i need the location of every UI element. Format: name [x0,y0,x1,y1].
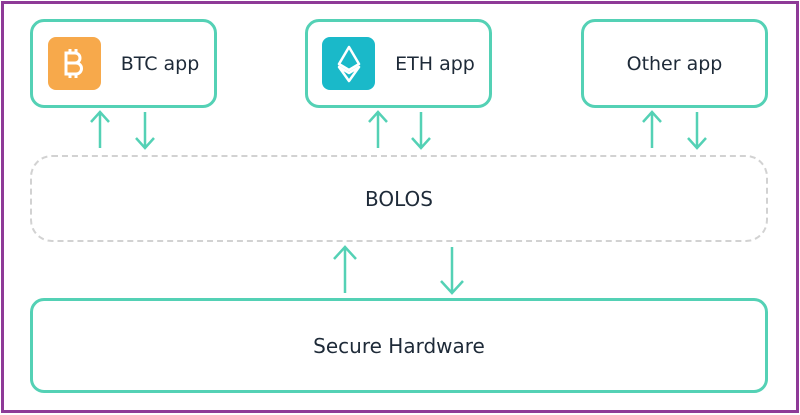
eth-down-arrow-icon [410,110,432,150]
btc-app-label: BTC app [120,52,200,75]
bolos-layer: BOLOS [30,155,768,242]
bitcoin-icon [47,37,101,90]
secure-hardware-label: Secure Hardware [313,333,485,358]
btc-app-box: BTC app [30,19,217,108]
bolos-label: BOLOS [365,186,433,211]
other-app-box: Other app [581,19,768,108]
btc-up-arrow-icon [89,110,111,150]
other-up-arrow-icon [641,110,663,150]
hw-up-arrow-icon [332,245,358,295]
other-down-arrow-icon [686,110,708,150]
other-app-label: Other app [626,52,723,75]
ethereum-icon [322,37,376,90]
btc-down-arrow-icon [134,110,156,150]
eth-app-label: ETH app [395,52,475,75]
hw-down-arrow-icon [439,245,465,295]
secure-hardware-box: Secure Hardware [30,298,768,393]
eth-up-arrow-icon [367,110,389,150]
eth-app-box: ETH app [305,19,492,108]
